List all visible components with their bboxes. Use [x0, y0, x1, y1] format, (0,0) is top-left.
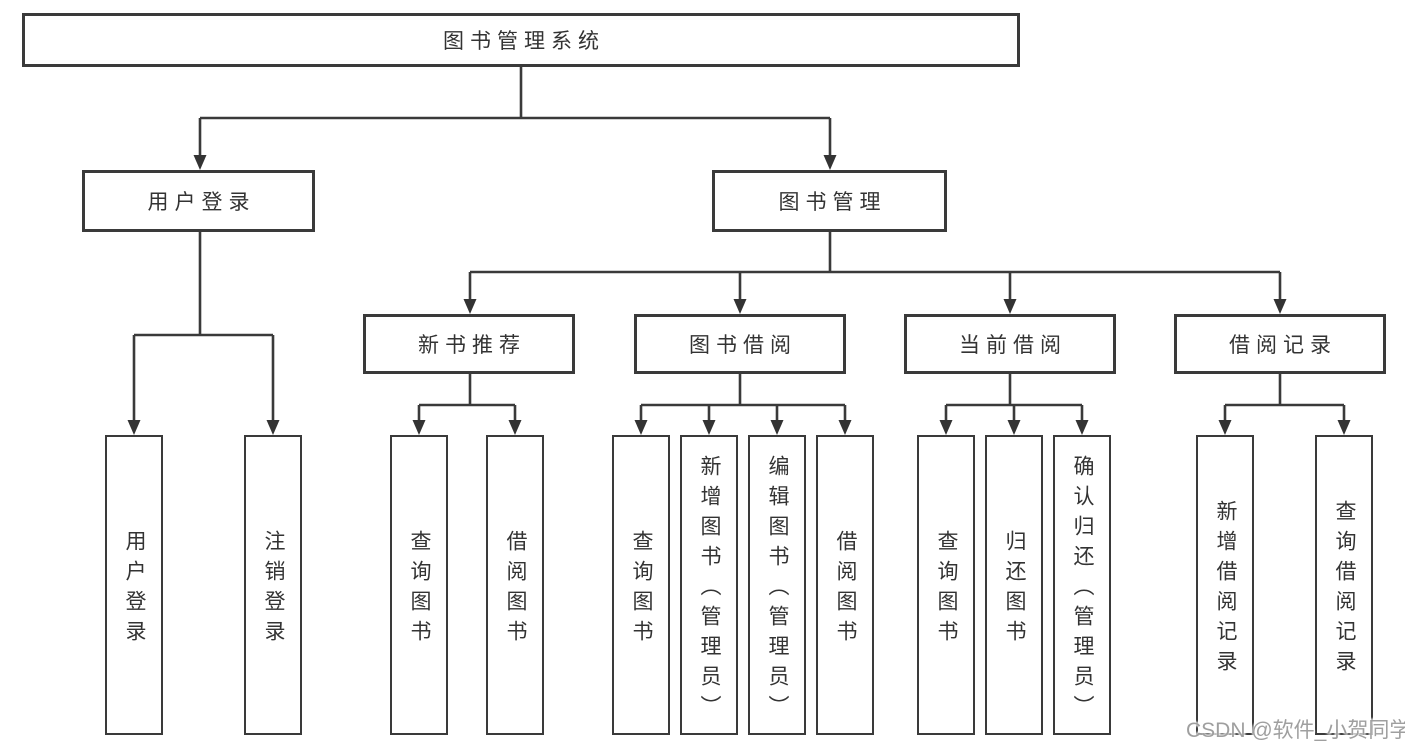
node-new-book-recommend: 新书推荐 — [363, 314, 575, 374]
leaf-label: 查询借阅记录 — [1333, 499, 1357, 680]
connector-user-login-children — [127, 232, 280, 435]
leaf-borrow-books-borrowing: 借阅图书 — [816, 435, 874, 735]
node-book-borrowing: 图书借阅 — [634, 314, 846, 374]
leaf-label: 编辑图书（管理员） — [766, 454, 790, 725]
connector-root-to-level2 — [193, 66, 837, 170]
leaf-label: 查询图书 — [630, 529, 654, 650]
leaf-label: 用户登录 — [123, 529, 147, 650]
leaf-label: 查询图书 — [935, 529, 959, 650]
leaf-label: 查询图书 — [408, 529, 432, 650]
node-user-login: 用户登录 — [82, 170, 315, 232]
leaf-return-book: 归还图书 — [985, 435, 1043, 735]
node-label: 图书借阅 — [689, 334, 797, 357]
connector-book-management-children — [463, 232, 1287, 314]
leaf-label: 借阅图书 — [834, 529, 858, 650]
leaf-logout: 注销登录 — [244, 435, 302, 735]
node-current-borrowing: 当前借阅 — [904, 314, 1116, 374]
leaf-add-book-admin: 新增图书（管理员） — [680, 435, 738, 735]
leaf-add-borrow-record: 新增借阅记录 — [1196, 435, 1254, 735]
node-label: 借阅记录 — [1229, 334, 1337, 357]
leaf-label: 确认归还（管理员） — [1071, 454, 1095, 725]
leaf-label: 归还图书 — [1003, 529, 1027, 650]
connector-borrowing-records-children — [1218, 374, 1351, 435]
connector-current-borrowing-children — [939, 374, 1089, 435]
leaf-label: 注销登录 — [262, 529, 286, 650]
node-label: 图书管理 — [778, 191, 887, 214]
leaf-label: 新增图书（管理员） — [698, 454, 722, 725]
leaf-confirm-return-admin: 确认归还（管理员） — [1053, 435, 1111, 735]
leaf-query-borrow-record: 查询借阅记录 — [1315, 435, 1373, 735]
leaf-query-books-borrowing: 查询图书 — [612, 435, 670, 735]
node-label: 用户登录 — [147, 191, 256, 214]
leaf-edit-book-admin: 编辑图书（管理员） — [748, 435, 806, 735]
connector-new-book-children — [412, 374, 522, 435]
csdn-watermark: CSDN @软件_小贺同学 — [1186, 719, 1405, 742]
leaf-label: 借阅图书 — [504, 529, 528, 650]
node-label: 当前借阅 — [959, 334, 1067, 357]
node-book-management: 图书管理 — [712, 170, 947, 232]
node-label: 新书推荐 — [418, 334, 526, 357]
leaf-borrow-books-recommend: 借阅图书 — [486, 435, 544, 735]
node-borrowing-records: 借阅记录 — [1174, 314, 1386, 374]
node-root: 图书管理系统 — [22, 13, 1020, 67]
leaf-query-books-recommend: 查询图书 — [390, 435, 448, 735]
leaf-user-login: 用户登录 — [105, 435, 163, 735]
node-label: 图书管理系统 — [443, 30, 605, 53]
leaf-label: 新增借阅记录 — [1214, 499, 1238, 680]
connector-book-borrowing-children — [634, 374, 852, 435]
leaf-query-books-current: 查询图书 — [917, 435, 975, 735]
